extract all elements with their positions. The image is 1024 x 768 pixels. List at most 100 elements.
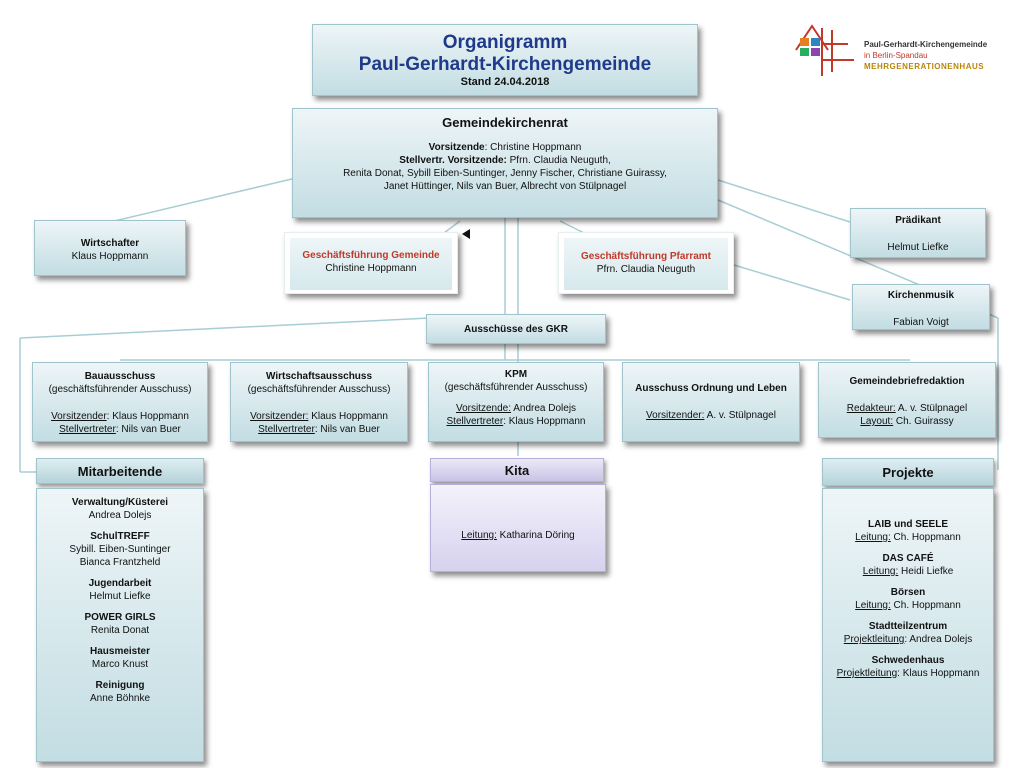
staff-group-title: Hausmeister — [89, 646, 151, 657]
committee-r2-label: Stellvertreter — [446, 416, 504, 427]
staff-name: Sybill. Eiben-Suntinger — [69, 544, 171, 555]
committee-r1-label: Vorsitzender — [51, 411, 107, 422]
project-item: DAS CAFÉ Leitung: Heidi Liefke — [823, 552, 993, 578]
committee-kpm: KPM (geschäftsführender Ausschuss) Vorsi… — [428, 362, 604, 442]
committee-title: Bauausschuss — [84, 371, 156, 382]
project-item: Börsen Leitung: Ch. Hoppmann — [823, 586, 993, 612]
project-item: Schwedenhaus Projektleitung: Klaus Hoppm… — [823, 654, 993, 680]
gkr-stell-label: Stellvertr. Vorsitzende: — [399, 155, 507, 166]
committee-r2-name: : Nils van Buer — [115, 424, 181, 435]
gf-pfarramt-box: Geschäftsführung Pfarramt Pfrn. Claudia … — [558, 232, 734, 294]
project-title: Schwedenhaus — [871, 655, 945, 666]
committee-gemeindebriefredaktion: Gemeindebriefredaktion Redakteur: A. v. … — [818, 362, 996, 438]
committee-sub: (geschäftsführender Ausschuss) — [48, 384, 192, 395]
committee-sub: (geschäftsführender Ausschuss) — [247, 384, 391, 395]
committee-r1-name: Andrea Dolejs — [511, 403, 577, 414]
project-title: Stadtteilzentrum — [868, 621, 948, 632]
committee-wirtschaftsausschuss: Wirtschaftsausschuss (geschäftsführender… — [230, 362, 408, 442]
staff-name: Renita Donat — [90, 625, 150, 636]
ausschuesse-box: Ausschüsse des GKR — [426, 314, 606, 344]
committee-r1-name: A. v. Stülpnagel — [704, 410, 776, 421]
logo-mehrgenerationenhaus: MEHRGENERATIONENHAUS — [864, 62, 985, 71]
staff-group-title: SchulTREFF — [90, 531, 150, 542]
logo-city: in Berlin-Spandau — [864, 51, 928, 60]
committee-r1-label: Vorsitzender: — [646, 410, 705, 421]
committee-title: Wirtschaftsausschuss — [265, 371, 373, 382]
kita-name: Katharina Döring — [496, 530, 575, 541]
staff-name: Bianca Frantzheld — [79, 557, 161, 568]
praedikant-name: Helmut Liefke — [887, 242, 949, 253]
project-lead: Heidi Liefke — [898, 566, 954, 577]
staff-group-title: Verwaltung/Küsterei — [71, 497, 169, 508]
gkr-vors-name: : Christine Hoppmann — [484, 142, 582, 153]
committee-r2-name: : Klaus Hoppmann — [503, 416, 586, 427]
staff-group: Verwaltung/Küsterei Andrea Dolejs — [37, 496, 203, 522]
gf-gemeinde-box: Geschäftsführung Gemeinde Christine Hopp… — [284, 232, 458, 294]
staff-group: Reinigung Anne Böhnke — [37, 679, 203, 705]
wirtschafter-name: Klaus Hoppmann — [71, 251, 149, 262]
project-title: LAIB und SEELE — [868, 519, 948, 530]
logo: Paul-Gerhardt-Kirchengemeinde in Berlin-… — [792, 20, 992, 78]
committee-bauausschuss: Bauausschuss (geschäftsführender Ausschu… — [32, 362, 208, 442]
staff-name: Anne Böhnke — [89, 693, 151, 704]
staff-group-title: Reinigung — [95, 680, 145, 691]
title-line2: Paul-Gerhardt-Kirchengemeinde — [358, 54, 652, 75]
gf-pfarramt-title: Geschäftsführung Pfarramt — [580, 251, 712, 262]
committee-r2-name: Ch. Guirassy — [893, 416, 954, 427]
projekte-header: Projekte — [822, 458, 994, 486]
staff-group-title: POWER GIRLS — [84, 612, 156, 623]
committee-title: Gemeindebriefredaktion — [849, 376, 965, 387]
gf-gemeinde-name: Christine Hoppmann — [325, 263, 417, 274]
project-item: LAIB und SEELE Leitung: Ch. Hoppmann — [823, 518, 993, 544]
committee-r2-label: Stellvertreter — [258, 424, 315, 435]
gf-gemeinde-title: Geschäftsführung Gemeinde — [302, 250, 440, 261]
logo-house-icon — [795, 24, 854, 76]
project-lead: Ch. Hoppmann — [890, 600, 961, 611]
project-lead: Ch. Hoppmann — [890, 532, 961, 543]
gkr-stell-name: Pfrn. Claudia Neuguth, — [506, 155, 611, 166]
project-label: Projektleitung — [836, 668, 898, 679]
committee-r1-label: Vorsitzende: — [455, 403, 511, 414]
committee-r2-label: Stellvertreter — [59, 424, 116, 435]
gkr-vors-label: Vorsitzende — [428, 142, 485, 153]
staff-group: Hausmeister Marco Knust — [37, 645, 203, 671]
title-date: Stand 24.04.2018 — [460, 76, 550, 88]
project-label: Projektleitung — [843, 634, 905, 645]
kita-header: Kita — [430, 458, 604, 482]
title-box: Organigramm Paul-Gerhardt-Kirchengemeind… — [312, 24, 698, 96]
mitarbeitende-title: Mitarbeitende — [77, 464, 163, 479]
kita-box: Leitung: Katharina Döring — [430, 484, 606, 572]
kita-label: Leitung: — [461, 530, 497, 541]
staff-name: Andrea Dolejs — [88, 510, 152, 521]
committee-r1-name: Klaus Hoppmann — [308, 411, 388, 422]
committee-r2-label: Layout: — [860, 416, 894, 427]
committee-r1-name: : Klaus Hoppmann — [106, 411, 189, 422]
projekte-title: Projekte — [882, 465, 934, 480]
kirchenmusik-box: Kirchenmusik Fabian Voigt — [852, 284, 990, 330]
staff-name: Helmut Liefke — [89, 591, 151, 602]
project-title: Börsen — [890, 587, 926, 598]
committee-title: KPM — [504, 369, 528, 380]
ausschuesse-title: Ausschüsse des GKR — [464, 324, 568, 335]
title-line1: Organigramm — [442, 32, 568, 53]
committee-r1-name: A. v. Stülpnagel — [895, 403, 968, 414]
wirtschafter-title: Wirtschafter — [80, 238, 140, 249]
wirtschafter-box: Wirtschafter Klaus Hoppmann — [34, 220, 186, 276]
gkr-members-1: Renita Donat, Sybill Eiben-Suntinger, Je… — [343, 168, 667, 179]
gf-pfarramt-name: Pfrn. Claudia Neuguth — [596, 264, 696, 275]
praedikant-title: Prädikant — [895, 215, 941, 226]
staff-group-title: Jugendarbeit — [88, 578, 152, 589]
project-label: Leitung: — [862, 566, 899, 577]
committee-ordnung-und-leben: Ausschuss Ordnung und Leben Vorsitzender… — [622, 362, 800, 442]
gkr-title: Gemeindekirchenrat — [442, 115, 568, 130]
committee-sub: (geschäftsführender Ausschuss) — [444, 382, 588, 393]
committee-title: Ausschuss Ordnung und Leben — [635, 383, 787, 394]
committee-r1-label: Redakteur: — [846, 403, 896, 414]
praedikant-box: Prädikant Helmut Liefke — [850, 208, 986, 258]
project-label: Leitung: — [855, 600, 891, 611]
staff-group: Jugendarbeit Helmut Liefke — [37, 577, 203, 603]
project-label: Leitung: — [855, 532, 891, 543]
committee-r2-name: : Nils van Buer — [314, 424, 380, 435]
mitarbeitende-box: Verwaltung/Küsterei Andrea Dolejs SchulT… — [36, 488, 204, 762]
